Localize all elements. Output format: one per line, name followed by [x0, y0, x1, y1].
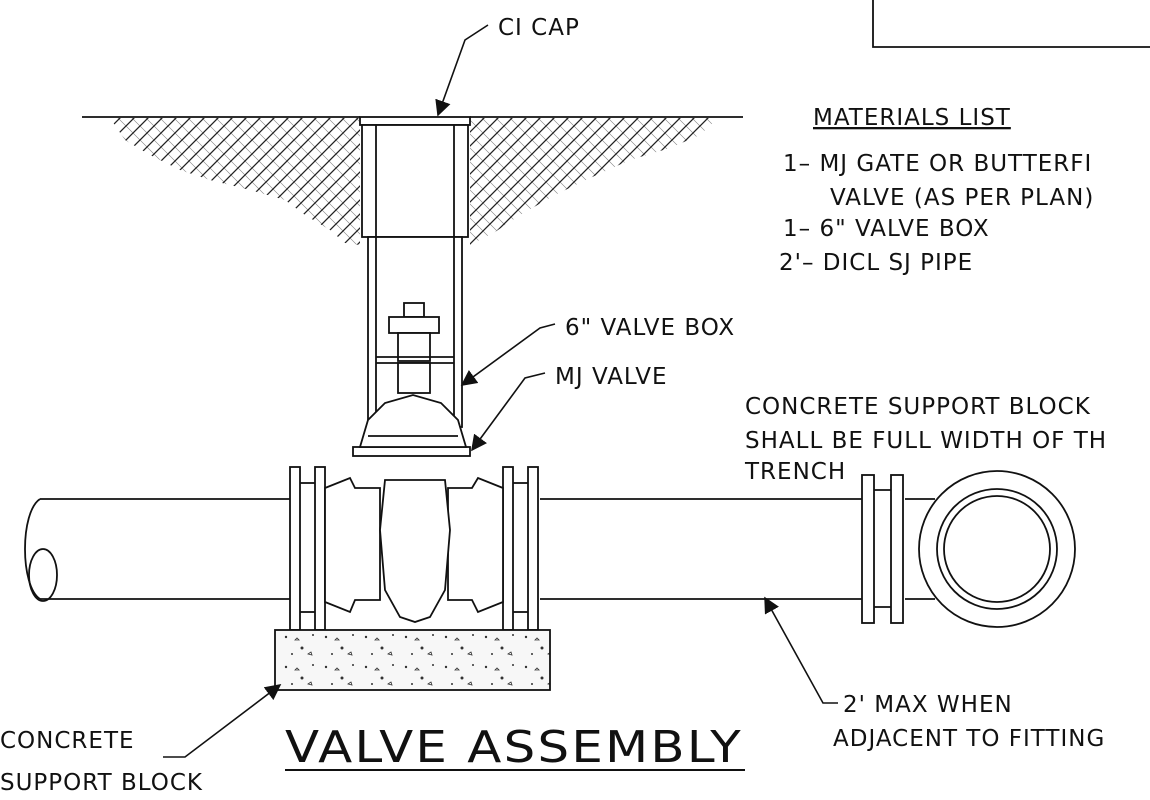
materials-item-3: 2'– DICL SJ PIPE — [779, 250, 973, 276]
materials-item-1: 1– MJ GATE OR BUTTERFI — [783, 151, 1092, 177]
block-note-line-1: CONCRETE SUPPORT BLOCK — [745, 394, 1091, 420]
soil-hatch — [110, 118, 718, 245]
materials-heading: MATERIALS LIST — [813, 105, 1011, 131]
materials-item-1-cont: VALVE (AS PER PLAN) — [830, 185, 1094, 211]
drawing-title: VALVE ASSEMBLY — [285, 722, 743, 773]
operating-nut — [376, 302, 454, 394]
materials-item-2: 1– 6" VALVE BOX — [783, 216, 990, 242]
support-note-line-1: CONCRETE — [0, 728, 135, 754]
support-note-line-2: SUPPORT BLOCK — [0, 770, 203, 795]
adjacent-fitting — [861, 470, 1076, 628]
max-note-line-1: 2' MAX WHEN — [843, 692, 1013, 718]
leader-lines — [163, 24, 838, 771]
main-pipe — [24, 498, 935, 602]
title-block-box — [872, 0, 1150, 48]
ci-cap-label: CI CAP — [498, 15, 580, 41]
block-note-line-2: SHALL BE FULL WIDTH OF TH — [745, 428, 1107, 454]
max-note-line-2: ADJACENT TO FITTING — [833, 726, 1105, 752]
concrete-support-block — [274, 629, 551, 691]
mj-valve-body — [289, 394, 539, 631]
mj-valve-label: MJ VALVE — [555, 364, 668, 390]
valve-box-label: 6" VALVE BOX — [565, 315, 735, 341]
block-note-line-3: TRENCH — [744, 459, 846, 485]
